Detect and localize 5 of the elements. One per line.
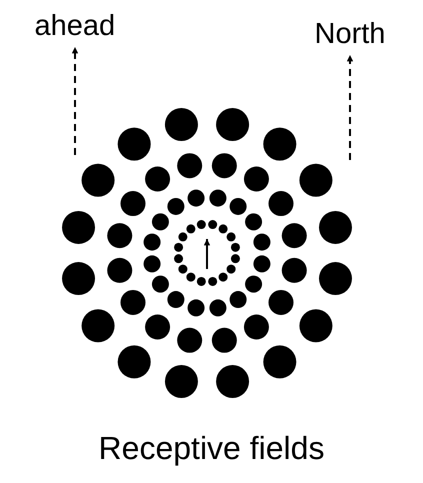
dashed-arrow: [346, 55, 354, 160]
caption: Receptive fields: [98, 430, 326, 467]
dashed-arrow: [72, 47, 78, 155]
direction-label: North: [314, 18, 386, 51]
direction-label: ahead: [34, 10, 116, 43]
